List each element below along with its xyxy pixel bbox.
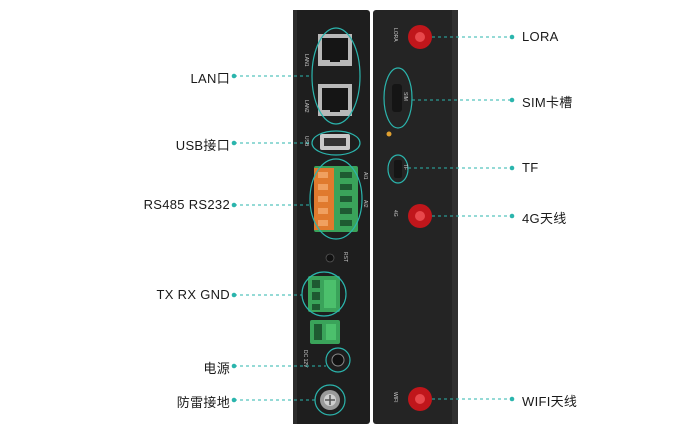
leader-lan-dot — [231, 73, 237, 79]
sim-slot — [392, 84, 402, 112]
leader-rs485-dot — [231, 202, 237, 208]
power-jack — [331, 353, 345, 367]
callout-rs485: RS485 RS232 — [143, 197, 230, 212]
left-module-edge — [293, 10, 297, 424]
ai2-label: AI2 — [362, 200, 368, 208]
lan1-port — [318, 34, 352, 66]
callout-lan: LAN口 — [190, 71, 230, 86]
lan2-label: LAN2 — [303, 100, 309, 113]
tf-slot — [394, 160, 402, 178]
tf-highlight-ring — [387, 154, 409, 184]
callout-lora: LORA — [522, 29, 559, 44]
ground-screw — [320, 390, 340, 410]
lora-antenna-connector — [408, 25, 432, 49]
txrx-highlight-ring — [301, 271, 347, 317]
4g-device-label: 4G — [392, 210, 398, 217]
tf-device-label: TF — [402, 164, 408, 170]
leader-tf-dot — [509, 165, 515, 171]
lan1-label: LAN1 — [303, 54, 309, 67]
ai1-label: AI1 — [362, 172, 368, 180]
usb-port — [320, 134, 350, 150]
power-terminal-block — [310, 320, 340, 344]
leader-ground-dot — [231, 397, 237, 403]
usb-label: USB — [303, 136, 309, 147]
callout-txrx: TX RX GND — [156, 287, 230, 302]
leader-4g-dot — [509, 213, 515, 219]
right-module-edge — [452, 10, 458, 424]
lora-device-label: LORA — [392, 28, 398, 42]
leader-wifi-dot — [509, 396, 515, 402]
leader-sim-dot — [509, 97, 515, 103]
leader-lines — [231, 34, 515, 403]
lan2-port — [318, 84, 352, 116]
rs485-highlight-ring — [309, 158, 363, 240]
wifi-antenna-connector — [408, 387, 432, 411]
txrx-terminal-block — [308, 276, 340, 312]
leader-lora-dot — [509, 34, 515, 40]
callout-ground: 防雷接地 — [176, 395, 230, 410]
usb-highlight-ring — [311, 130, 361, 156]
sim-device-label: SIM — [402, 92, 408, 101]
leader-txrx-dot — [231, 292, 237, 298]
wifi-device-label: WIFI — [392, 392, 398, 403]
rs485-terminal-block — [314, 166, 358, 232]
callout-4g: 4G天线 — [522, 211, 567, 226]
callout-power: 电源 — [203, 361, 230, 376]
reset-button — [325, 253, 335, 263]
callout-wifi: WIFI天线 — [522, 394, 578, 409]
callout-sim: SIM卡槽 — [522, 95, 573, 110]
leader-power-dot — [231, 363, 237, 369]
status-led — [386, 131, 392, 137]
power-highlight-ring — [325, 347, 351, 373]
callout-usb: USB接口 — [175, 138, 230, 153]
callout-tf: TF — [522, 160, 539, 175]
sim-highlight-ring — [383, 67, 413, 129]
dc-label: DC 12V — [302, 350, 308, 368]
leader-usb-dot — [231, 140, 237, 146]
4g-antenna-connector — [408, 204, 432, 228]
rst-label: RST — [342, 252, 348, 262]
lan-highlight-ring — [311, 27, 361, 125]
